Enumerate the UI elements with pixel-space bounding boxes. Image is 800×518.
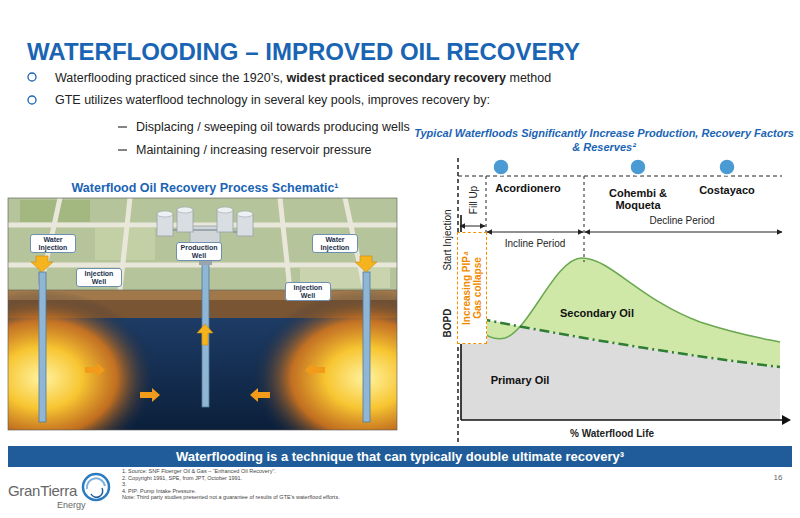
bullet-text: GTE utilizes waterflood technology in se… — [55, 93, 490, 107]
production-chart — [486, 176, 487, 232]
summary-banner: Waterflooding is a technique that can ty… — [8, 446, 792, 467]
production-chart — [461, 258, 780, 342]
footnote: 1. Source: SNF Floerger Oil & Gas – “Enh… — [122, 468, 276, 474]
node-text: Water Injection — [315, 236, 355, 251]
production-chart — [585, 232, 782, 233]
waterflood-schematic — [237, 211, 253, 217]
figure-caption: Waterflood Oil Recovery Process Schemati… — [72, 181, 339, 195]
axis-label: Start Injection — [442, 209, 453, 270]
page-number: 16 — [774, 473, 783, 482]
waterflood-schematic — [251, 290, 397, 430]
node-text: Waterflooding is a technique that can ty… — [176, 449, 624, 464]
slide-title: WATERFLOODING – IMPROVED OIL RECOVERY — [27, 38, 580, 66]
bullet-text: widest practiced secondary recovery — [286, 71, 506, 85]
waterflood-schematic — [173, 230, 237, 232]
well-label: Water Injection — [312, 234, 358, 253]
waterflood-schematic — [355, 256, 377, 272]
company-logo — [83, 474, 109, 500]
annotation-box: Increasing PIP⁴ Gas collapse — [457, 232, 487, 344]
axis-label: Incline Period — [505, 238, 566, 249]
waterflood-schematic — [177, 207, 193, 213]
production-chart — [782, 415, 791, 425]
production-chart — [461, 315, 780, 367]
footnote: 4. PIP: Pump Intake Pressure. — [122, 488, 196, 494]
well-label: Water Injection — [30, 234, 76, 253]
well-label: Injection Well — [285, 282, 331, 301]
bullet-text: Waterflooding practiced since the 1920’s… — [55, 71, 283, 85]
node-text: Injection Well — [79, 270, 119, 285]
production-chart — [461, 258, 780, 367]
bullet-markers — [118, 126, 127, 127]
production-chart — [719, 159, 735, 175]
footnote: 3. — [122, 481, 127, 487]
waterflood-schematic — [85, 363, 105, 377]
bullet-text: method — [509, 71, 551, 85]
company-logo — [83, 474, 109, 500]
waterflood-schematic — [250, 388, 270, 402]
axis-label: % Waterflood Life — [570, 428, 654, 439]
production-chart — [493, 159, 509, 175]
waterflood-schematic — [363, 272, 370, 422]
chart-title: Typical Waterfloods Significantly Increa… — [414, 126, 794, 154]
bullet-text: Displacing / sweeping oil towards produc… — [136, 120, 410, 134]
logo-text: Energy — [57, 500, 86, 510]
bullet-markers — [118, 149, 127, 150]
chart-label: Costayaco — [699, 184, 755, 196]
waterflood-schematic — [0, 198, 481, 466]
node-text: Injection Well — [288, 284, 328, 299]
waterflood-schematic — [31, 256, 53, 272]
production-chart — [487, 232, 583, 233]
footnote: 2. Copyright 1991, SPE, from JPT, Octobe… — [122, 475, 242, 481]
production-chart — [460, 226, 485, 227]
waterflood-schematic — [305, 363, 325, 377]
chart-label: Secondary Oil — [560, 307, 634, 319]
axis-label: Decline Period — [649, 215, 714, 226]
node-text: Increasing PIP⁴ Gas collapse — [461, 242, 483, 334]
production-chart — [584, 176, 585, 262]
well-label: Injection Well — [76, 268, 122, 287]
well-label: Production Well — [176, 242, 222, 261]
chart-label: Acordionero — [495, 182, 560, 194]
company-logo — [91, 488, 103, 497]
axis-label: BOPD — [442, 309, 453, 338]
production-chart — [630, 159, 646, 175]
footnote: Note: Third party studies presented not … — [122, 494, 340, 500]
production-chart — [458, 158, 791, 444]
bullet-text: Maintaining / increasing reservoir press… — [136, 143, 372, 157]
production-chart — [458, 176, 782, 177]
axis-label: Fill Up — [468, 186, 479, 214]
bullet-markers — [28, 73, 36, 81]
production-chart — [461, 419, 782, 421]
node-text: Water Injection — [33, 236, 73, 251]
waterflood-schematic — [8, 290, 157, 430]
waterflood-schematic — [8, 198, 397, 430]
node-text: Production Well — [179, 244, 219, 259]
waterflood-schematic — [197, 324, 213, 345]
logo-text: GranTierra — [8, 482, 77, 499]
bullet-line: Waterflooding practiced since the 1920’s… — [55, 68, 555, 86]
waterflood-schematic — [217, 207, 233, 213]
company-logo — [87, 478, 105, 489]
chart-label: Primary Oil — [491, 374, 550, 386]
waterflood-schematic — [39, 272, 46, 422]
bullet-markers — [28, 96, 36, 104]
chart-label: Cohembi & Moqueta — [607, 187, 669, 211]
waterflood-schematic — [140, 388, 160, 402]
waterflood-schematic — [157, 211, 173, 217]
